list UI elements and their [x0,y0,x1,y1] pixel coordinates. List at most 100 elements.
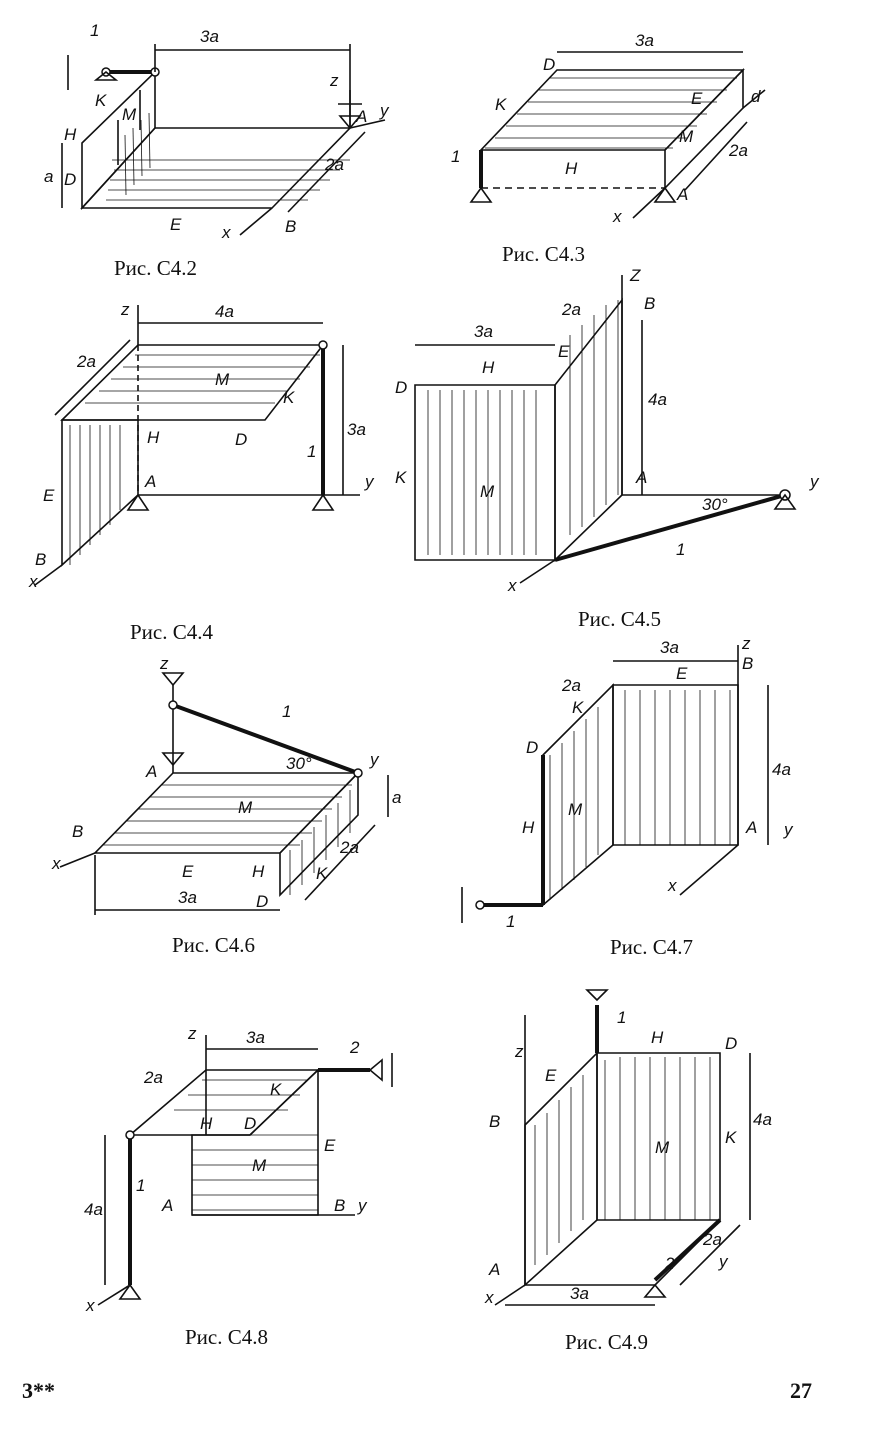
label-dim-3a: 3a [200,27,219,46]
plate-hatching [102,784,352,895]
figure-c4-7-drawing: z B 3a E 2a K D 4a M H A y x 1 [461,634,794,931]
label-rod-1: 1 [451,147,460,166]
label-dim-a: a [392,788,401,807]
label-dim-4a: 4a [215,302,234,321]
label-M: M [238,798,253,817]
label-H: H [565,159,578,178]
label-M: M [679,127,694,146]
label-dim-2a: 2a [728,141,748,160]
label-K: K [316,864,328,883]
rod-2 [653,1218,722,1282]
figure-c4-2: 1 3a K M H D a z A y 2a E x B Рис. С4.2 [40,20,400,280]
label-dim-4a: 4a [84,1200,103,1219]
label-K: K [95,91,107,110]
caption-c4-5: Рис. С4.5 [578,607,661,631]
label-z: z [329,71,339,90]
rod-1 [554,493,786,562]
rod-1 [172,703,359,775]
front-plate [414,384,556,561]
label-rod-1: 1 [136,1176,145,1195]
label-y: y [783,820,794,839]
label-dim-2a: 2a [561,676,581,695]
label-E: E [691,89,703,108]
label-B: B [644,294,655,313]
label-z: z [120,300,130,319]
label-H: H [482,358,495,377]
label-dim-2a: 2a [143,1068,163,1087]
plate-hatching [69,354,320,565]
label-dim-3a: 3a [474,322,493,341]
label-z: z [741,634,751,653]
label-dim-2a: 2a [324,155,344,174]
label-D: D [543,55,555,74]
label-y: y [364,472,375,491]
label-y: y [718,1252,729,1271]
figure-c4-9-drawing: 1 H D z E 4a B K M 2 2a y A x 3a [484,989,772,1307]
label-y: y [379,101,390,120]
label-B: B [489,1112,500,1131]
plate-hatching [485,77,737,149]
label-A: A [145,762,157,781]
label-D: D [64,170,76,189]
label-angle: 30° [702,495,728,514]
label-E: E [43,486,55,505]
caption-c4-4: Рис. С4.4 [130,620,213,644]
label-dim-3a: 3a [178,888,197,907]
figure-c4-3: 3a D E d K M 2a H 1 A x Рис. С4.3 [445,30,805,266]
label-z: z [159,654,169,673]
label-D: D [395,378,407,397]
label-rod-1: 1 [90,21,99,40]
label-dim-3a: 3a [635,31,654,50]
figure-c4-5-drawing: Z B 2a 3a E H D 4a K M A 30° y 1 x [395,266,820,595]
figure-c4-6: z 1 A 30° y a M B 2a x E H K 3a D Рис. С… [50,654,420,965]
label-A: A [144,472,156,491]
label-B: B [35,550,46,569]
label-x: x [85,1296,95,1315]
plate-hatching [106,112,350,201]
caption-c4-8: Рис. С4.8 [185,1325,268,1349]
label-D: D [526,738,538,757]
caption-c4-2: Рис. С4.2 [114,256,197,280]
label-x: x [667,876,677,895]
label-K: K [283,388,295,407]
label-A: A [355,107,367,126]
footer-signature: 3** [22,1378,55,1403]
label-dim-4a: 4a [772,760,791,779]
label-A: A [676,185,688,204]
label-E: E [676,664,688,683]
page-number: 27 [790,1378,812,1403]
label-K: K [495,95,507,114]
label-H: H [64,125,77,144]
label-x: x [484,1288,494,1307]
vertical-plate [191,1068,319,1216]
figure-c4-8: z 3a 2 2a K H D E M 1 4a A B y x Рис. С4… [70,1024,420,1365]
label-rod-1: 1 [676,540,685,559]
label-A: A [488,1260,500,1279]
label-rod-2: 2 [349,1038,360,1057]
plate-hatching [174,1079,318,1211]
caption-c4-9: Рис. С4.9 [565,1330,648,1354]
label-A: A [161,1196,173,1215]
label-dim-2a: 2a [561,300,581,319]
label-B: B [285,217,296,236]
label-dim-4a: 4a [648,390,667,409]
label-M: M [480,482,495,501]
horizontal-plate [60,344,325,421]
side-plate [542,683,614,907]
label-M: M [215,370,230,389]
label-M: M [568,800,583,819]
label-D: D [725,1034,737,1053]
label-D: D [244,1114,256,1133]
label-M: M [122,105,137,124]
label-x: x [612,207,622,226]
label-D: D [256,892,268,911]
label-z: Z [629,266,641,285]
plate-hatching [534,1057,711,1265]
label-H: H [522,818,535,837]
label-dim-3a: 3a [570,1284,589,1303]
label-B: B [334,1196,345,1215]
label-y: y [369,750,380,769]
plate-hatching [427,300,619,555]
label-M: M [655,1138,670,1157]
figure-c4-9: 1 H D z E 4a B K M 2 2a y A x 3a Рис. С4… [475,975,835,1365]
